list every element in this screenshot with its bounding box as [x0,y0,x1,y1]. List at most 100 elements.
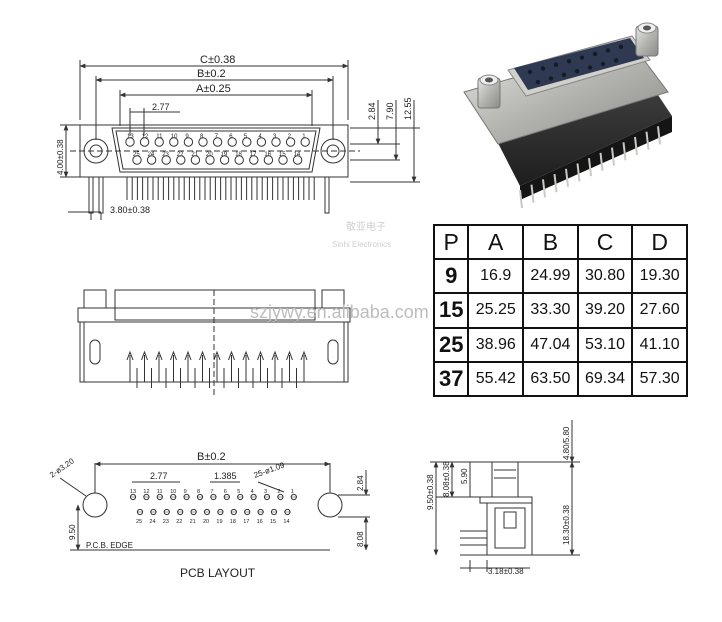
front-pin-tip [300,350,308,361]
photo-contact [527,69,533,75]
side-dim-480-label: 4.80/5.80 [562,426,571,460]
pcb-pitch-label: 2.77 [150,471,168,481]
pin-number: 21 [191,152,198,158]
pcb-pin-number: 13 [130,489,136,495]
d-shell-inner [115,130,317,170]
table-cell: 55.42 [467,360,525,398]
pcb-pin-number: 8 [197,489,200,495]
pcb-pin-number: 12 [143,489,149,495]
dim-400-label: 4.00±0.38 [56,139,65,175]
table-cell: 41.10 [631,326,688,363]
photo-pin [622,142,627,161]
table-cell: 63.50 [522,360,579,398]
photo-contact [592,51,598,57]
hole-leader [257,481,285,493]
pin-number: 2 [288,134,292,140]
pcb-dim-284-label: 2.84 [356,475,365,491]
photo-standoff-right-hole [643,25,651,31]
pcb-mount-hole-note: 2-ø3.20 [48,456,76,480]
table-cell: 37 [432,360,470,398]
dim-c-label: C±0.38 [200,54,235,66]
table-cell: 16.9 [467,257,525,295]
photo-pin [519,189,523,209]
pin-hole [146,155,157,165]
photo-contact [548,76,554,81]
pin-number: 7 [215,134,219,140]
pin-number: 6 [229,134,233,140]
photo-contact [587,65,593,70]
pcb-pin-number: 15 [270,519,276,525]
pin-number: 10 [171,134,178,140]
photo-pin [634,136,638,156]
watermark-en: Sinhi Electronics [332,240,392,249]
side-view [430,420,580,572]
table-header: C [576,224,634,260]
pin-hole [249,155,259,165]
pin-hole [198,137,208,147]
dim-a-label: A±0.25 [196,83,231,95]
pcb-pin-number: 11 [157,489,163,495]
photo-contact [618,44,624,49]
front-pin-tip [257,350,264,361]
boardlock-right [327,339,339,365]
pcb-pin-number: 25 [136,519,142,525]
pin-number: 14 [294,152,301,158]
pin-hole [227,137,237,147]
dim-b-label: B±0.2 [197,68,226,80]
dim-1255-label: 12.55 [403,97,413,120]
table-cell: 47.04 [522,326,579,363]
pin-number: 23 [162,152,169,158]
pin-number: 22 [177,152,184,158]
table-cell: 57.30 [631,360,688,398]
front-pin-tip [213,350,221,361]
pin-hole [176,155,186,165]
pin-hole [125,137,135,147]
side-contact [503,511,517,529]
dimension-table: P A B C D 9 16.9 24.99 30.80 19.30 15 25… [432,224,688,398]
table-cell: 24.99 [522,257,579,295]
pin-hole [234,155,244,165]
pin-number: 24 [148,152,155,158]
side-dim-1830-label: 18.30±0.38 [562,504,571,545]
pcb-pin-number: 18 [230,519,236,525]
pcb-pin-number: 9 [184,489,187,495]
table-header: D [631,224,688,260]
photo-contact [561,72,567,78]
pcb-dim-808-label: 8.08 [356,531,365,547]
pin-number: 9 [185,134,189,140]
side-housing-inner [494,507,526,549]
front-pin-tip [271,350,279,361]
pin-number: 18 [235,152,242,158]
pcb-dim-b-label: B±0.2 [197,451,226,463]
pin-hole [139,137,150,147]
table-row: 15 25.25 33.30 39.20 27.60 [432,292,688,329]
front-pins [126,350,308,388]
pin-number: 15 [279,152,286,158]
front-pin-tip [286,350,293,361]
side-dim-950-label: 9.50±0.38 [426,474,435,510]
pin-hole [212,137,223,147]
pcb-pin-number: 7 [210,489,213,495]
pin-hole [263,155,274,165]
table-header: P [432,224,470,260]
photo-standoff-left-hole [485,77,493,83]
top-view [60,60,420,220]
dim-380-label: 3.80±0.38 [110,205,150,215]
table-row: 37 55.42 63.50 69.34 57.30 [432,360,688,398]
pin-hole [190,155,201,165]
table-header-row: P A B C D [432,224,688,260]
table-cell: 38.96 [467,326,525,363]
dim-790-label: 7.90 [385,102,395,120]
pin-number: 19 [221,152,228,158]
pin-number: 12 [142,134,149,140]
pin-number: 8 [200,134,204,140]
table-header: A [467,224,525,260]
pcb-pin-number: 1 [291,489,294,495]
pcb-pin-number: 2 [277,489,280,495]
photo-pin [530,184,535,203]
table-row: 25 38.96 47.04 53.10 41.10 [432,326,688,363]
table-cell: 53.10 [576,326,634,363]
